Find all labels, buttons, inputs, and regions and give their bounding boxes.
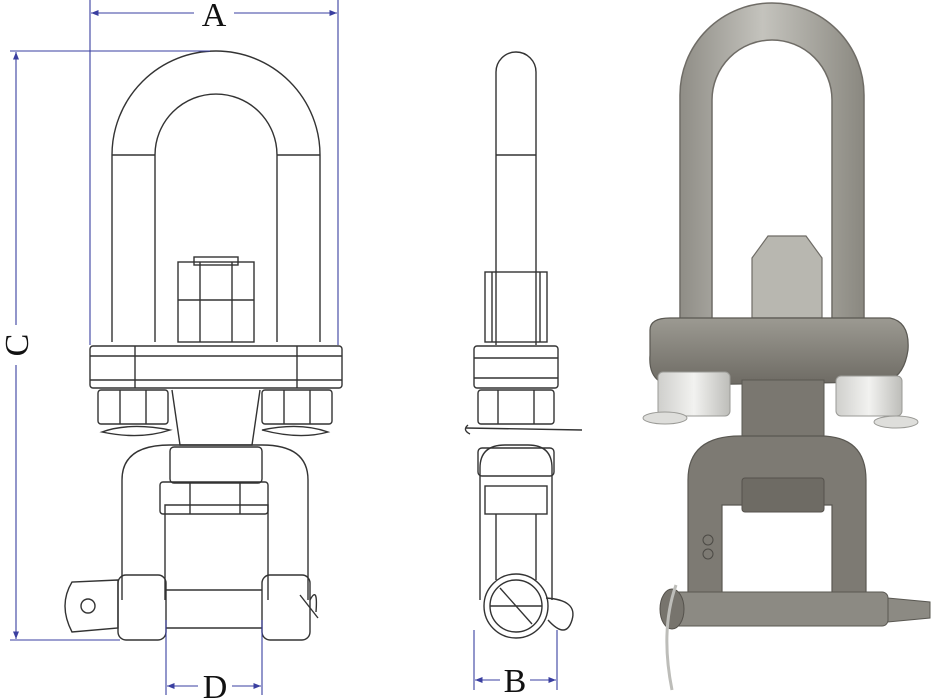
- dim-c-label: C: [0, 334, 36, 357]
- photo-clevis-nut: [741, 477, 825, 513]
- dim-a-label: A: [202, 0, 227, 34]
- product-photo: [642, 2, 931, 691]
- dim-b-label: B: [504, 663, 527, 700]
- front-clevis: [121, 444, 309, 600]
- photo-bail: [679, 2, 865, 341]
- side-plate: [473, 345, 559, 389]
- front-pin-head: [64, 579, 119, 633]
- front-top-nut: [177, 261, 255, 343]
- front-left-boss: [117, 574, 167, 641]
- side-view-drawing: [464, 51, 583, 639]
- dim-d-label: D: [203, 669, 228, 700]
- side-pin-head: [483, 573, 549, 639]
- photo-left-nut: [657, 371, 731, 417]
- front-view-drawing: [64, 50, 343, 641]
- front-base-plate: [89, 345, 343, 389]
- photo-pin: [669, 591, 889, 627]
- photo-body-plate: [649, 317, 909, 386]
- side-clevis: [479, 444, 553, 600]
- front-right-boss: [261, 574, 311, 641]
- front-right-nut: [261, 389, 333, 425]
- front-lower-nut: [159, 481, 269, 515]
- front-left-nut: [97, 389, 169, 425]
- front-bail-inner: [154, 93, 278, 342]
- side-bail: [495, 51, 537, 345]
- photo-top-bolt: [751, 235, 823, 319]
- front-bail-outer: [111, 50, 321, 342]
- photo-right-nut: [835, 375, 903, 417]
- side-top-block: [484, 271, 548, 343]
- dimension-annotations: [10, 0, 558, 695]
- side-nut: [477, 389, 555, 425]
